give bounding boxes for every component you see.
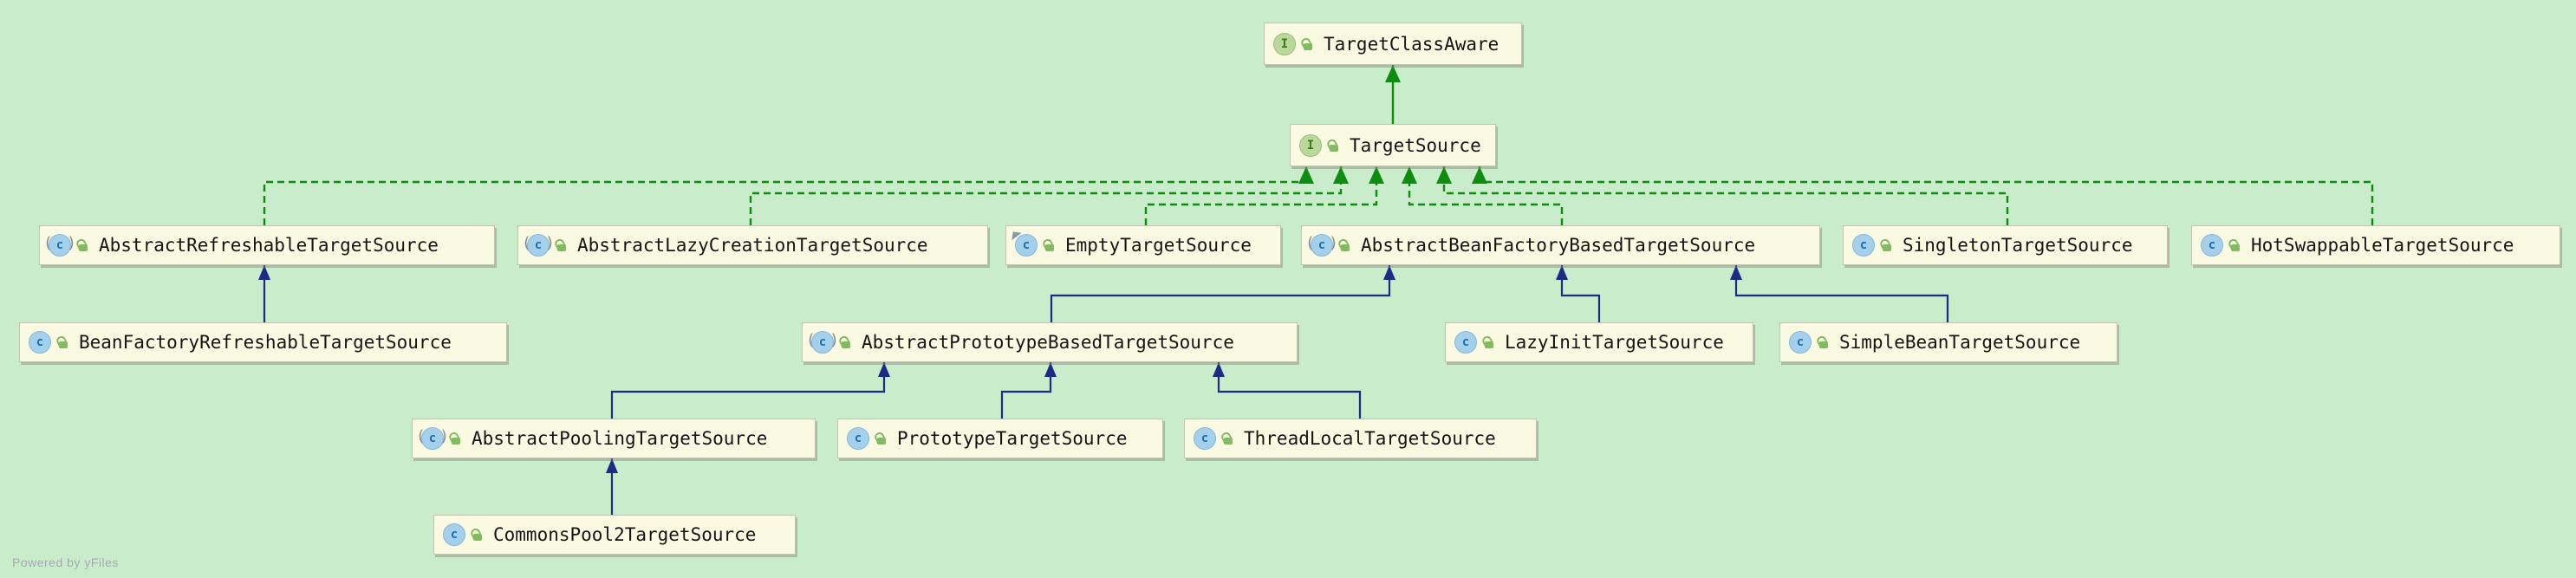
class-name-label: BeanFactoryRefreshableTargetSource [79,332,452,353]
public-lock-icon [1299,36,1313,51]
node-lazy-init-target-source[interactable]: c LazyInitTargetSource [1445,322,1753,362]
inheritance-arrowhead [1213,362,1225,377]
public-lock-icon [1337,237,1350,252]
class-icon: c [1852,234,1875,257]
class-name-label: ThreadLocalTargetSource [1244,428,1496,449]
node-hot-swappable-target-source[interactable]: c HotSwappableTargetSource [2191,225,2560,265]
node-abstract-pooling-target-source[interactable]: c() AbstractPoolingTargetSource [412,419,816,458]
class-name-label: CommonsPool2TargetSource [493,524,757,545]
class-name-label: EmptyTargetSource [1065,235,1252,256]
public-lock-icon [55,334,68,349]
node-commons-pool2-target-source[interactable]: c CommonsPool2TargetSource [433,515,796,555]
yfiles-watermark[interactable]: Powered by yFiles [12,555,119,569]
public-lock-icon [837,334,851,349]
abstract-class-icon: c() [43,234,76,257]
class-name-label: LazyInitTargetSource [1505,332,1724,353]
class-name-label: TargetClassAware [1324,33,1499,55]
realization-edge [1144,166,1378,225]
abstract-class-icon: c() [806,331,839,354]
inheritance-arrowhead [606,458,618,473]
inheritance-arrowhead [1383,265,1395,280]
inheritance-arrowhead [1730,265,1742,280]
node-empty-target-source[interactable]: c EmptyTargetSource [1005,225,1281,265]
realization-arrowhead [1402,166,1417,184]
realization-edge [1442,166,2009,225]
abstract-class-icon: c() [1305,234,1338,257]
node-target-class-aware[interactable]: I TargetClassAware [1264,23,1522,65]
node-thread-local-target-source[interactable]: c ThreadLocalTargetSource [1184,419,1537,458]
class-icon: c [847,427,869,450]
node-singleton-target-source[interactable]: c SingletonTargetSource [1843,225,2168,265]
class-name-label: AbstractRefreshableTargetSource [99,235,439,256]
class-name-label: HotSwappableTargetSource [2251,235,2514,256]
public-lock-icon [1815,334,1829,349]
realization-edge [263,166,1308,225]
node-abstract-prototype-based-target-source[interactable]: c() AbstractPrototypeBasedTargetSource [802,322,1298,362]
node-target-source[interactable]: I TargetSource [1290,124,1496,166]
class-name-label: AbstractPrototypeBasedTargetSource [862,332,1234,353]
abstract-class-icon: c() [522,234,555,257]
realization-arrowhead [1333,166,1349,184]
interface-icon: I [1273,32,1296,55]
public-lock-icon [1878,237,1892,252]
realization-edge [1408,166,1564,225]
realization-arrowhead [1298,166,1314,184]
realization-arrowhead [1472,166,1487,184]
abstract-class-icon: c() [416,427,449,450]
realization-edge [749,166,1343,225]
class-icon: c [443,523,465,546]
node-simple-bean-target-source[interactable]: c SimpleBeanTargetSource [1779,322,2117,362]
realization-arrowhead [1369,166,1384,184]
public-lock-icon [2227,237,2241,252]
class-icon: c [2201,234,2223,257]
class-name-label: AbstractLazyCreationTargetSource [577,235,928,256]
public-lock-icon [469,527,483,542]
node-bean-factory-refreshable-target-source[interactable]: c BeanFactoryRefreshableTargetSource [19,322,507,362]
inheritance-arrowhead [258,265,270,280]
inheritance-arrowhead [1556,265,1568,280]
public-lock-icon [1480,334,1494,349]
public-lock-icon [1325,137,1339,153]
final-marker-icon [1012,231,1022,242]
class-icon: c [1194,427,1216,450]
class-name-label: AbstractPoolingTargetSource [472,428,768,449]
class-icon: c [29,331,51,354]
realization-edge [1478,166,2374,225]
public-lock-icon [873,431,887,445]
node-abstract-bean-factory-based-target-source[interactable]: c() AbstractBeanFactoryBasedTargetSource [1301,225,1820,265]
class-icon: c [1789,331,1812,354]
interface-extends-arrowhead [1385,65,1401,82]
public-lock-icon [1041,237,1055,252]
inheritance-arrowhead [1044,362,1057,377]
class-name-label: PrototypeTargetSource [897,428,1128,449]
inheritance-edge [1000,362,1052,419]
public-lock-icon [1220,431,1233,445]
node-prototype-target-source[interactable]: c PrototypeTargetSource [837,419,1163,458]
inheritance-edge [1560,265,1601,322]
public-lock-icon [553,237,567,252]
class-name-label: AbstractBeanFactoryBasedTargetSource [1361,235,1756,256]
public-lock-icon [75,237,88,252]
node-abstract-lazy-creation-target-source[interactable]: c() AbstractLazyCreationTargetSource [517,225,988,265]
inheritance-edge [610,362,886,419]
node-abstract-refreshable-target-source[interactable]: c() AbstractRefreshableTargetSource [39,225,495,265]
class-name-label: TargetSource [1350,134,1481,156]
class-icon: c [1454,331,1477,354]
class-name-label: SingletonTargetSource [1903,235,2133,256]
final-class-icon: c [1012,231,1038,257]
realization-arrowhead [1436,166,1452,184]
inheritance-edge [1217,362,1362,419]
public-lock-icon [447,431,461,445]
inheritance-edge [1050,265,1391,322]
inheritance-edge [1734,265,1949,322]
inheritance-arrowhead [878,362,890,377]
interface-icon: I [1299,133,1322,157]
class-name-label: SimpleBeanTargetSource [1839,332,2081,353]
